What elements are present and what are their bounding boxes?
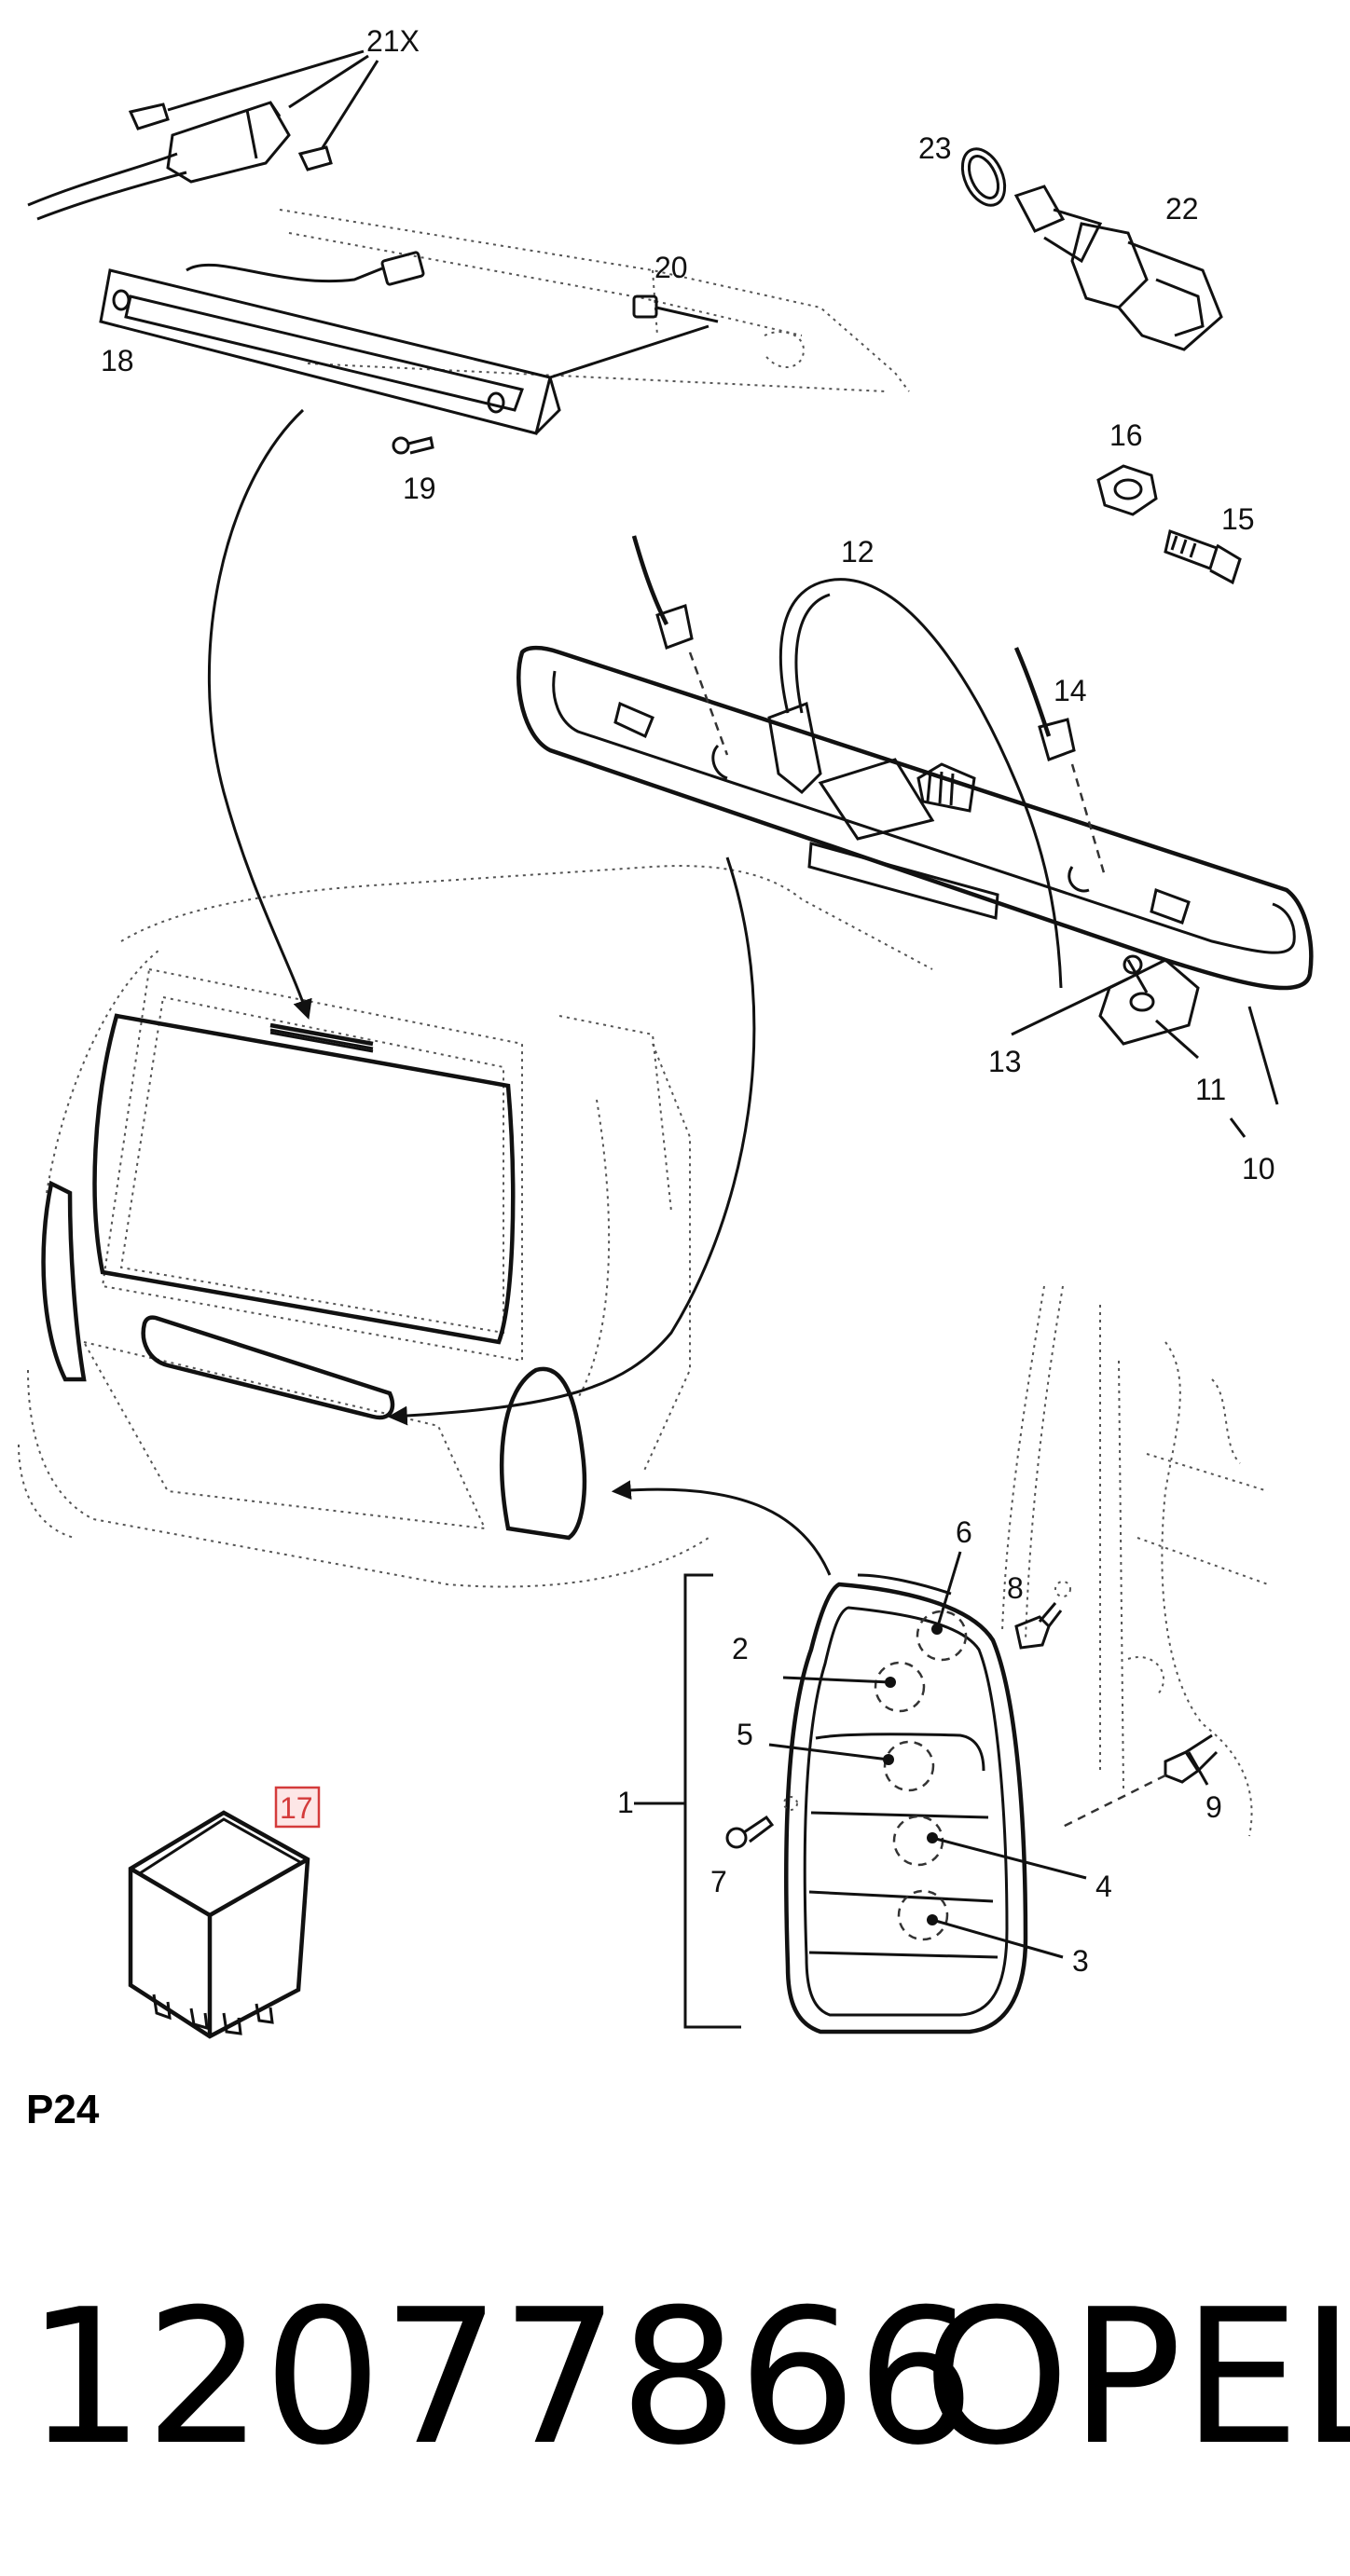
reverse-light-switch-22 [1013,185,1223,351]
label-1: 1 [617,1786,634,1819]
label-12: 12 [841,535,875,569]
section-code: P24 [26,2087,100,2132]
o-ring-23 [960,147,1007,207]
label-17: 17 [280,1791,313,1825]
tailgate-trim-on-car [141,1315,395,1420]
label-6: 6 [956,1515,972,1549]
label-11: 11 [1195,1073,1226,1106]
tailgate-trim-10 [517,645,1314,991]
label-23: 23 [918,131,952,165]
label-16: 16 [1109,418,1143,452]
relay-17 [128,1786,321,2039]
cable-12 [767,578,1063,989]
label-21x: 21X [366,24,420,58]
clip-20 [632,295,719,323]
part-number: 12077866 [26,2269,975,2487]
right-tail-light-on-car [500,1366,587,1541]
label-4: 4 [1095,1870,1112,1903]
label-14: 14 [1054,674,1087,707]
assembly-arrows [207,408,832,1576]
label-10: 10 [1242,1152,1275,1185]
label-8: 8 [1007,1571,1024,1605]
clip-9 [1062,1733,1219,1829]
label-20: 20 [654,251,688,284]
nut-16 [1096,464,1158,516]
body-pillar-outline [1001,1285,1269,1837]
label-18: 18 [101,344,134,377]
high-brake-light-18 [99,251,709,435]
bolt-15 [1164,529,1242,585]
label-15: 15 [1221,502,1255,536]
label-22: 22 [1165,192,1199,226]
screw-7 [725,1796,798,1849]
tail-light-assembly-1 [634,1573,1028,2035]
screw-19 [392,436,434,455]
bracket-11 [1098,954,1200,1046]
callout-leaders [768,977,1279,1959]
label-3: 3 [1072,1944,1089,1978]
label-5: 5 [737,1718,753,1751]
connector-clip-group [27,49,379,221]
rear-window [92,1013,516,1345]
left-tail-light-on-car [41,1180,87,1382]
brand-name: OPEL [923,2269,1350,2487]
callout-labels: 21X 23 22 20 18 19 16 15 12 14 13 11 10 … [101,24,1275,1978]
plug-8 [1014,1581,1071,1650]
vehicle-body-outline [18,865,933,1588]
brake-light-on-car [269,1022,374,1053]
label-7: 7 [710,1865,727,1898]
label-13: 13 [988,1045,1022,1078]
wiring-harness-14 [631,535,1107,877]
label-19: 19 [403,472,436,505]
label-9: 9 [1205,1790,1222,1824]
label-2: 2 [732,1632,749,1665]
